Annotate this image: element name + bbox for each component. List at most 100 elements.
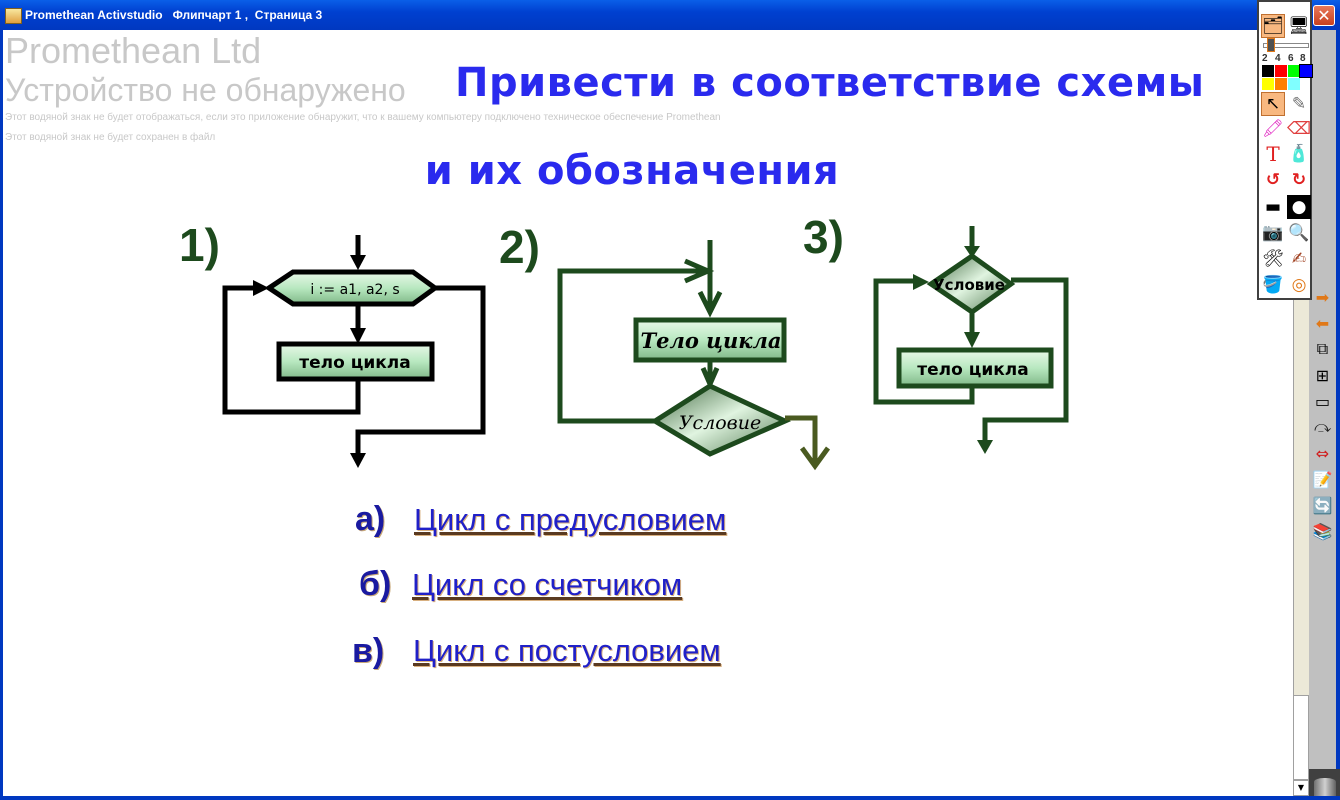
- d3-body-arrow: [964, 332, 980, 348]
- d3-loop-arrow: [913, 274, 929, 290]
- d1-header-label: i := a1, a2, s: [310, 282, 399, 298]
- pen-width-slider[interactable]: [1263, 43, 1309, 48]
- d3-exit-line: [982, 277, 1069, 445]
- d1-loop-arrow: [253, 280, 269, 296]
- option-b-link[interactable]: Цикл со счетчиком: [412, 567, 683, 602]
- page-layout-icon[interactable]: ▭: [1314, 391, 1331, 411]
- d1-entry-arrow: [350, 255, 366, 270]
- title-bar: Promethean Activstudio Флипчарт 1 , Стра…: [0, 0, 1340, 30]
- no-redo-icon[interactable]: ⤼: [1313, 417, 1332, 436]
- pen-size-6[interactable]: 6: [1288, 53, 1294, 64]
- diagram-1: [222, 235, 486, 468]
- color-swatch-cyan[interactable]: [1288, 78, 1300, 90]
- notes-icon[interactable]: 📝: [1312, 469, 1333, 489]
- diagram-1-number: 1): [179, 219, 220, 271]
- d3-entry-arrow: [964, 246, 980, 258]
- undo-icon[interactable]: ↺: [1265, 170, 1281, 190]
- text-icon[interactable]: T: [1266, 142, 1280, 166]
- option-c-letter: в): [352, 632, 385, 670]
- pen-icon[interactable]: ✎: [1291, 94, 1307, 114]
- diagram-2-number: 2): [499, 221, 540, 273]
- spotlight-icon[interactable]: ●: [1287, 195, 1311, 219]
- d3-condition-label: Условие: [933, 276, 1005, 294]
- d1-body-label: тело цикла: [299, 353, 410, 373]
- d1-body-box: [276, 341, 435, 382]
- pen-size-2[interactable]: 2: [1262, 53, 1268, 64]
- d3-body-box: [896, 347, 1054, 389]
- next-page-icon[interactable]: ➡: [1315, 287, 1330, 307]
- pen-size-4[interactable]: 4: [1275, 53, 1281, 64]
- diagram-3-number: 3): [803, 211, 844, 263]
- previous-page-icon[interactable]: ⬅: [1315, 313, 1330, 333]
- select-pointer-icon[interactable]: ↖: [1261, 92, 1285, 116]
- option-a-letter: а): [355, 500, 386, 538]
- d1-exit-line: [355, 285, 486, 455]
- window-border-bottom: [0, 796, 1340, 800]
- d3-exit-arrow: [977, 440, 993, 454]
- slide-title-line2: и их обозначения: [424, 148, 840, 194]
- highlighter-icon[interactable]: 🖍: [1262, 119, 1284, 139]
- window-title: Promethean Activstudio Флипчарт 1 , Стра…: [25, 8, 323, 22]
- trash-can-icon[interactable]: [1314, 778, 1336, 800]
- pen-width-slider-handle[interactable]: [1267, 38, 1275, 52]
- scrollbar-thumb[interactable]: [1293, 695, 1309, 780]
- page-thumbnails-icon[interactable]: ⊞: [1315, 365, 1330, 385]
- redo-icon[interactable]: ↻: [1291, 170, 1307, 190]
- desktop-icon[interactable]: 🖥: [1288, 16, 1310, 36]
- eraser-icon[interactable]: ⌫: [1286, 119, 1312, 139]
- watermark-notice: Этот водяной знак не будет отображаться,…: [5, 112, 721, 123]
- slide-title-line1: Привести в соответствие схемы: [455, 60, 1205, 106]
- tools-icon[interactable]: 🛠: [1262, 249, 1284, 269]
- refresh-icon[interactable]: 🔄: [1312, 495, 1333, 515]
- d2-condition: [650, 383, 792, 457]
- diagram-3: [873, 226, 1069, 454]
- option-b-letter: б): [359, 565, 392, 603]
- d2-loop-arrow: [684, 258, 715, 284]
- d2-body-label: Тело цикла: [640, 328, 781, 353]
- window-border-left: [0, 30, 3, 800]
- color-swatch-red[interactable]: [1275, 65, 1287, 77]
- d2-exit-arrow: [799, 446, 831, 471]
- scroll-down-button[interactable]: ▼: [1293, 780, 1309, 796]
- watermark-save-notice: Этот водяной знак не будет сохранен в фа…: [5, 132, 216, 143]
- color-swatch-blue[interactable]: [1299, 64, 1313, 78]
- color-swatch-orange[interactable]: [1275, 78, 1287, 90]
- d2-body-box: [633, 317, 787, 363]
- d2-loop-back: [557, 268, 708, 424]
- d2-entry-arrow: [697, 290, 723, 318]
- spray-icon[interactable]: 🧴: [1288, 144, 1310, 164]
- flipchart-icon[interactable]: 🗂: [1261, 14, 1285, 38]
- flipchart-canvas[interactable]: Promethean Ltd Устройство не обнаружено …: [3, 30, 1293, 796]
- side-panel: [1309, 30, 1336, 796]
- handwriting-icon[interactable]: ✍: [1291, 249, 1307, 269]
- fill-icon[interactable]: 🪣: [1262, 275, 1284, 295]
- d1-body-arrow: [350, 328, 366, 344]
- close-button[interactable]: ✕: [1313, 5, 1335, 26]
- dual-page-icon[interactable]: ⇔: [1315, 443, 1330, 463]
- compass-icon[interactable]: ◎: [1291, 275, 1307, 295]
- app-icon: [5, 8, 22, 24]
- resource-library-icon[interactable]: 📚: [1312, 521, 1333, 541]
- diagram-2: [557, 240, 792, 457]
- watermark-device-status: Устройство не обнаружено: [5, 72, 406, 108]
- color-swatch-black[interactable]: [1262, 65, 1274, 77]
- main-toolbox: 🗂 🖥 2 4 6 8 ↖ ✎ 🖍 ⌫ T 🧴 ↺ ↻ ▬ ● 📷 🔍 🛠 ✍ …: [1257, 0, 1313, 300]
- d1-loop-back: [222, 285, 361, 415]
- magnifier-icon[interactable]: 🔍: [1288, 223, 1310, 243]
- d1-exit-arrow: [350, 453, 366, 468]
- page-navigation-sidebar: ➡ ⬅ ⧉ ⊞ ▭ ⤼ ⇔ 📝 🔄 📚: [1309, 284, 1336, 544]
- d3-loop-back: [873, 278, 975, 405]
- color-swatch-green[interactable]: [1288, 65, 1300, 77]
- option-c-link[interactable]: Цикл с постусловием: [413, 633, 721, 668]
- window-border-right: [1336, 30, 1340, 800]
- page-sorter-icon[interactable]: ⧉: [1316, 339, 1329, 358]
- option-a-link[interactable]: Цикл с предусловием: [414, 502, 727, 537]
- d2-exit-line: [785, 415, 818, 462]
- camera-icon[interactable]: 📷: [1262, 223, 1284, 243]
- pen-size-8[interactable]: 8: [1300, 53, 1306, 64]
- diagrams-svg: i := a1, a2, s тело цикла Тело цикла Усл…: [222, 226, 1069, 471]
- d2-condition-label: Условие: [679, 412, 761, 434]
- d3-body-label: тело цикла: [917, 360, 1028, 380]
- reveal-icon[interactable]: ▬: [1264, 197, 1282, 217]
- color-swatch-yellow[interactable]: [1262, 78, 1274, 90]
